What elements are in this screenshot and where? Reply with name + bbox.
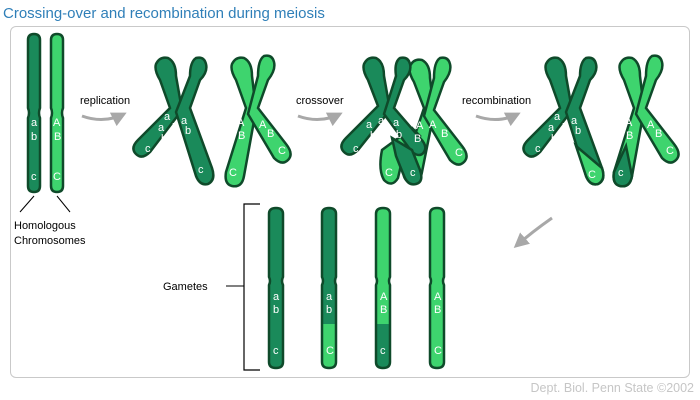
svg-text:b: b: [172, 122, 178, 134]
diagram-title: Crossing-over and recombination during m…: [3, 5, 325, 22]
svg-text:a: a: [548, 122, 555, 134]
recombined-chromosome-dark: a a a b b b c C: [522, 56, 605, 186]
homologous-label-line1: Homologous: [14, 220, 76, 232]
svg-text:b: b: [551, 133, 557, 145]
credit: Dept. Biol. Penn State ©2002: [530, 381, 694, 395]
svg-text:C: C: [666, 145, 674, 157]
svg-text:b: b: [185, 125, 191, 137]
homologous-chromosome-light: A B C: [49, 32, 65, 194]
allele-C: C: [53, 171, 61, 183]
crossover-arrow: [297, 112, 343, 127]
gamete-allele-2: b: [326, 304, 332, 316]
gamete-allele-1: a: [326, 291, 333, 303]
gamete-chromosome: abC: [320, 206, 338, 370]
homologous-chromosome-dark: a b c: [26, 32, 42, 194]
allele-A: A: [53, 117, 61, 129]
svg-text:B: B: [267, 128, 274, 140]
gamete-allele-3: c: [273, 345, 279, 357]
svg-text:b: b: [396, 129, 402, 141]
gamete-allele-3: C: [326, 345, 334, 357]
crossover-label: crossover: [296, 95, 344, 107]
svg-text:B: B: [238, 130, 245, 142]
svg-text:A: A: [647, 119, 655, 131]
svg-text:B: B: [441, 128, 448, 140]
svg-text:A: A: [416, 120, 424, 132]
svg-text:b: b: [161, 133, 167, 145]
svg-text:A: A: [625, 117, 633, 129]
allele-b: b: [31, 131, 37, 143]
gamete-allele-3: C: [434, 345, 442, 357]
svg-text:c: c: [198, 164, 204, 176]
svg-text:c: c: [353, 143, 359, 155]
gamete-allele-1: A: [434, 291, 442, 303]
gamete-allele-1: a: [273, 291, 280, 303]
replicated-chromosome-dark: a a a b b b c c: [132, 56, 215, 186]
svg-text:b: b: [386, 125, 392, 137]
svg-text:b: b: [370, 130, 376, 142]
svg-text:a: a: [158, 122, 165, 134]
svg-text:c: c: [618, 167, 624, 179]
gamete-allele-3: c: [380, 345, 386, 357]
svg-text:a: a: [164, 111, 171, 123]
recombination-label: recombination: [462, 95, 531, 107]
gamete-chromosome: ab c: [267, 206, 285, 370]
allele-c: c: [31, 171, 37, 183]
gamete-allele-2: b: [273, 304, 279, 316]
replicated-chromosome-light: A A B B C C: [224, 54, 292, 188]
gametes-bracket: [243, 203, 260, 371]
crossover-chromosomes: a b a b a b c c A A B B C C: [340, 56, 468, 186]
svg-text:a: a: [393, 117, 400, 129]
svg-text:c: c: [535, 143, 541, 155]
svg-text:C: C: [455, 147, 463, 159]
gametes-label: Gametes: [163, 281, 208, 293]
gamete-chromosome: AB C: [428, 206, 446, 370]
svg-text:b: b: [575, 125, 581, 137]
homologous-label-line2: Chromosomes: [14, 235, 86, 247]
svg-text:c: c: [145, 143, 151, 155]
svg-text:B: B: [655, 128, 662, 140]
recombined-chromosome-light: A A B B c C: [612, 54, 680, 188]
gamete-allele-2: B: [434, 304, 441, 316]
svg-text:b: b: [562, 122, 568, 134]
recombination-arrow: [475, 112, 521, 127]
svg-text:C: C: [229, 167, 237, 179]
allele-B: B: [54, 131, 61, 143]
svg-text:C: C: [588, 169, 596, 181]
gamete-allele-1: A: [380, 291, 388, 303]
svg-text:B: B: [626, 130, 633, 142]
svg-text:C: C: [385, 167, 393, 179]
replication-label: replication: [80, 95, 130, 107]
svg-text:C: C: [278, 145, 286, 157]
svg-text:a: a: [571, 115, 578, 127]
svg-text:A: A: [237, 117, 245, 129]
svg-text:c: c: [410, 167, 416, 179]
svg-text:A: A: [259, 119, 267, 131]
svg-text:a: a: [366, 119, 373, 131]
gamete-chromosome: ABc: [374, 206, 392, 370]
svg-text:A: A: [429, 119, 437, 131]
svg-text:a: a: [554, 111, 561, 123]
gamete-allele-2: B: [380, 304, 387, 316]
allele-a: a: [31, 117, 38, 129]
gametes-arrow: [513, 216, 553, 248]
svg-text:B: B: [414, 133, 421, 145]
svg-text:a: a: [181, 115, 188, 127]
replication-arrow: [81, 112, 127, 127]
svg-text:a: a: [378, 115, 385, 127]
